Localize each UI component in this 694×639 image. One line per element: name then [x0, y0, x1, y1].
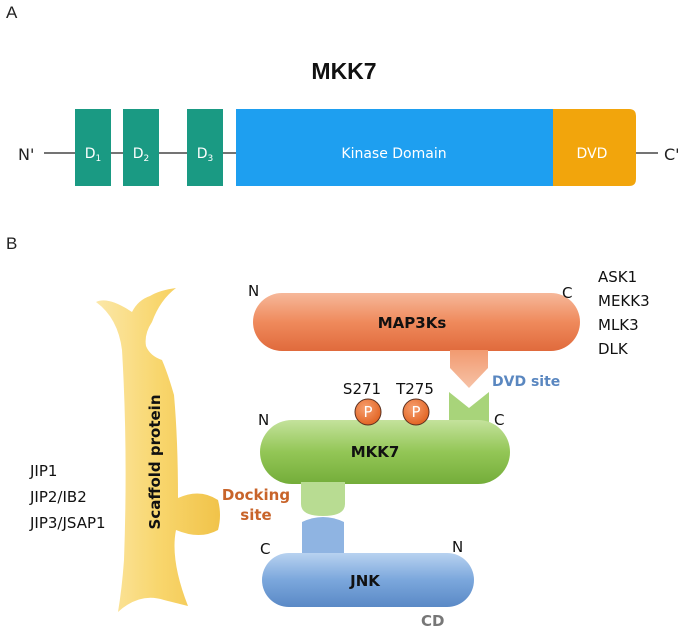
phospho-site-2-label: T275 — [395, 380, 434, 398]
scaffold-protein-shape — [96, 288, 220, 612]
dvd-site-label: DVD site — [492, 374, 560, 390]
jnk-c-label: C — [260, 540, 270, 558]
mkk7-docking-domain — [301, 482, 345, 516]
map3ks-label: MAP3Ks — [378, 314, 447, 332]
phospho-p-label-2: P — [411, 403, 420, 421]
phospho-site-1-label: S271 — [343, 380, 381, 398]
scaffold-member-2: JIP2/IB2 — [29, 488, 87, 506]
d2-domain — [123, 109, 159, 186]
phospho-p-circle-1 — [354, 398, 382, 426]
kinase-domain — [236, 109, 553, 186]
jnk-n-label: N — [452, 538, 463, 556]
map3k-member-1: ASK1 — [598, 268, 637, 286]
scaffold-member-1: JIP1 — [29, 462, 57, 480]
d3-label: D3 — [197, 146, 214, 164]
d3-domain — [187, 109, 223, 186]
panel-a-letter: A — [6, 3, 18, 22]
jnk-label: JNK — [349, 572, 381, 590]
jnk-shape — [262, 553, 474, 607]
map3k-member-2: MEKK3 — [598, 292, 650, 310]
jnk-docking-connector — [302, 517, 344, 560]
d1-domain — [75, 109, 111, 186]
docking-site-label-line1: Docking — [222, 486, 290, 504]
d2-label: D2 — [133, 146, 150, 164]
jnk-cd-label: CD — [421, 612, 444, 630]
n-terminus-label: N' — [18, 145, 34, 164]
dvd-domain-label: DVD — [577, 146, 608, 162]
dvd-domain — [553, 109, 636, 186]
panel-a-title: MKK7 — [311, 58, 376, 84]
scaffold-protein-label: Scaffold protein — [146, 395, 164, 530]
mkk7-shape — [260, 420, 510, 484]
docking-site-label-line2: site — [240, 506, 271, 524]
panel-b-letter: B — [6, 234, 17, 253]
map3ks-n-label: N — [248, 282, 259, 300]
map3k-member-3: MLK3 — [598, 316, 639, 334]
d1-label: D1 — [85, 146, 102, 164]
mkk7-n-label: N — [258, 411, 269, 429]
kinase-domain-label: Kinase Domain — [341, 146, 446, 162]
map3ks-shape — [253, 293, 580, 351]
scaffold-member-3: JIP3/JSAP1 — [29, 514, 106, 532]
mkk7-label: MKK7 — [351, 443, 400, 461]
c-terminus-label: C' — [664, 145, 680, 164]
map3k-member-4: DLK — [598, 340, 629, 358]
phospho-p-label-1: P — [363, 403, 372, 421]
mkk7-c-label: C — [494, 411, 504, 429]
map3ks-c-label: C — [562, 284, 572, 302]
phospho-p-circle-2 — [402, 398, 430, 426]
dvd-interaction-arrow — [450, 350, 488, 388]
